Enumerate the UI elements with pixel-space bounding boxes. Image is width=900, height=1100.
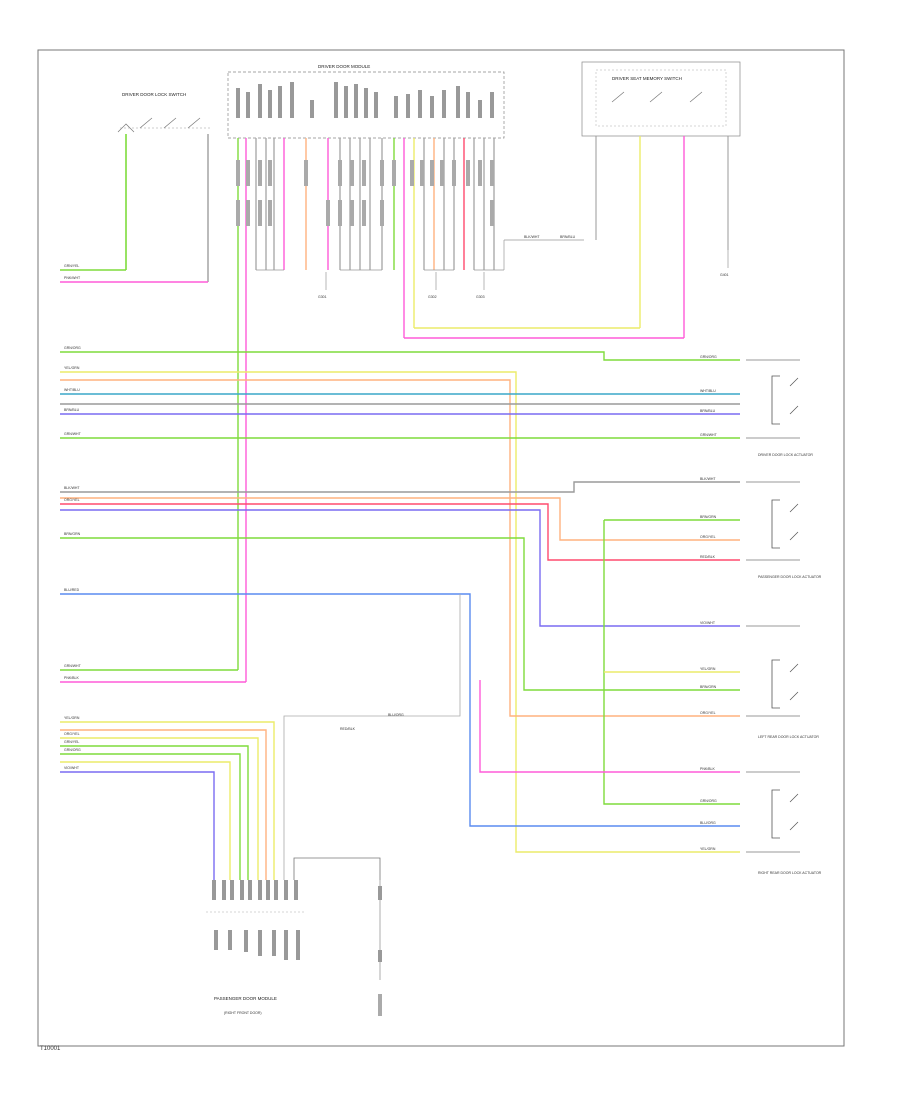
wire-label: BRN/BLU <box>560 235 576 239</box>
bus-wires <box>60 351 740 853</box>
wire-label: YEL/GRN <box>64 716 80 720</box>
wire-label: BRN/BLU <box>64 408 80 412</box>
wire-label: WHT/BLU <box>700 389 716 393</box>
wire-label: BRN/GRN <box>700 685 717 689</box>
lower-connector <box>212 880 300 960</box>
wire-label: GRN/ORG <box>64 748 81 752</box>
door-lf-title: DRIVER DOOR LOCK ACTUATOR <box>758 453 813 457</box>
lower-module-subtitle: (RIGHT FRONT DOOR) <box>224 1011 262 1015</box>
ground-symbol: G303 <box>476 272 485 299</box>
wire-label: GRN/WHT <box>64 664 82 668</box>
wire-label: VIO/WHT <box>64 766 80 770</box>
lower-module-title: PASSENGER DOOR MODULE <box>214 996 277 1001</box>
top-left-switch-title: DRIVER DOOR LOCK SWITCH <box>122 92 186 97</box>
wire-label: GRN/ORG <box>700 799 717 803</box>
diagram-code: T10001 <box>40 1046 61 1052</box>
wire-label: BLK/WHT <box>64 486 80 490</box>
wire-label: YEL/GRN <box>64 366 80 370</box>
wire-label: WHT/BLU <box>64 388 80 392</box>
ground-symbol: G301 <box>318 272 327 299</box>
wire-label: VIO/WHT <box>700 621 716 625</box>
door-rr-title: RIGHT REAR DOOR LOCK ACTUATOR <box>758 871 822 875</box>
wire-label: ORG/YEL <box>64 732 80 736</box>
wire-label: GRN/WHT <box>64 432 82 436</box>
door-lock-actuator-lf: DRIVER DOOR LOCK ACTUATOR <box>746 359 813 457</box>
left-wire-labels: GRN/ORG YEL/GRN WHT/BLU BRN/BLU GRN/WHT … <box>64 346 82 680</box>
wire-label: RED/BLK <box>340 727 356 731</box>
lower-left-wire-labels: YEL/GRN ORG/YEL GRN/YEL GRN/ORG VIO/WHT <box>64 716 81 770</box>
wire-label: BLU/ORG <box>388 713 404 717</box>
wire-label: ORG/YEL <box>700 711 716 715</box>
wire-label: YEL/GRN <box>700 667 716 671</box>
door-lr-title: LEFT REAR DOOR LOCK ACTUATOR <box>758 735 819 739</box>
wire-label: BLK/WHT <box>524 235 540 239</box>
wire-label: BLK/WHT <box>700 477 716 481</box>
wire-label: GRN/ORG <box>700 355 717 359</box>
wire-label: BRN/BLU <box>700 409 716 413</box>
wire-label: GRN/YEL <box>64 740 79 744</box>
ground-symbol <box>378 880 382 1016</box>
door-lock-actuator-rf: PASSENGER DOOR LOCK ACTUATOR <box>746 481 822 579</box>
seat-memory-switch-title: DRIVER SEAT MEMORY SWITCH <box>612 76 682 81</box>
seat-memory-switch: DRIVER SEAT MEMORY SWITCH G401 <box>404 61 741 339</box>
ground-label: G303 <box>476 295 485 299</box>
wire-label: BLU/ORG <box>700 821 716 825</box>
central-module-title: DRIVER DOOR MODULE <box>318 64 370 69</box>
wire-label: BRN/GRN <box>700 515 717 519</box>
top-left-switch: DRIVER DOOR LOCK SWITCH GRN/YEL PNK/WHT <box>60 92 210 283</box>
right-wire-labels: GRN/ORG WHT/BLU BRN/BLU GRN/WHT BLK/WHT … <box>700 355 718 851</box>
ground-symbol: G401 <box>720 250 729 277</box>
wire-label: ORG/YEL <box>64 498 80 502</box>
wire-label: ORG/YEL <box>700 535 716 539</box>
wire-label: YEL/GRN <box>700 847 716 851</box>
wire-label: GRN/YEL <box>64 264 79 268</box>
door-lock-actuator-lr: LEFT REAR DOOR LOCK ACTUATOR <box>746 625 819 739</box>
wire-label: GRN/ORG <box>64 346 81 350</box>
wire-label: BRN/GRN <box>64 532 81 536</box>
door-lock-actuator-rr: RIGHT REAR DOOR LOCK ACTUATOR <box>746 771 822 875</box>
ground-label: G302 <box>428 295 437 299</box>
wire-label: PNK/WHT <box>64 276 81 280</box>
door-rf-title: PASSENGER DOOR LOCK ACTUATOR <box>758 575 822 579</box>
ground-label: G301 <box>318 295 327 299</box>
wire-label: BLU/RED <box>64 588 80 592</box>
ground-label: G401 <box>720 273 729 277</box>
central-module: DRIVER DOOR MODULE <box>227 64 584 682</box>
ground-symbol: G302 <box>428 272 437 299</box>
diagram-frame <box>37 49 845 1047</box>
wire-label: GRN/WHT <box>700 433 718 437</box>
wire-label: RED/BLK <box>700 555 716 559</box>
wire-label: PNK/BLK <box>64 676 79 680</box>
lower-bundle <box>60 594 461 880</box>
wire-label: PNK/BLK <box>700 767 715 771</box>
